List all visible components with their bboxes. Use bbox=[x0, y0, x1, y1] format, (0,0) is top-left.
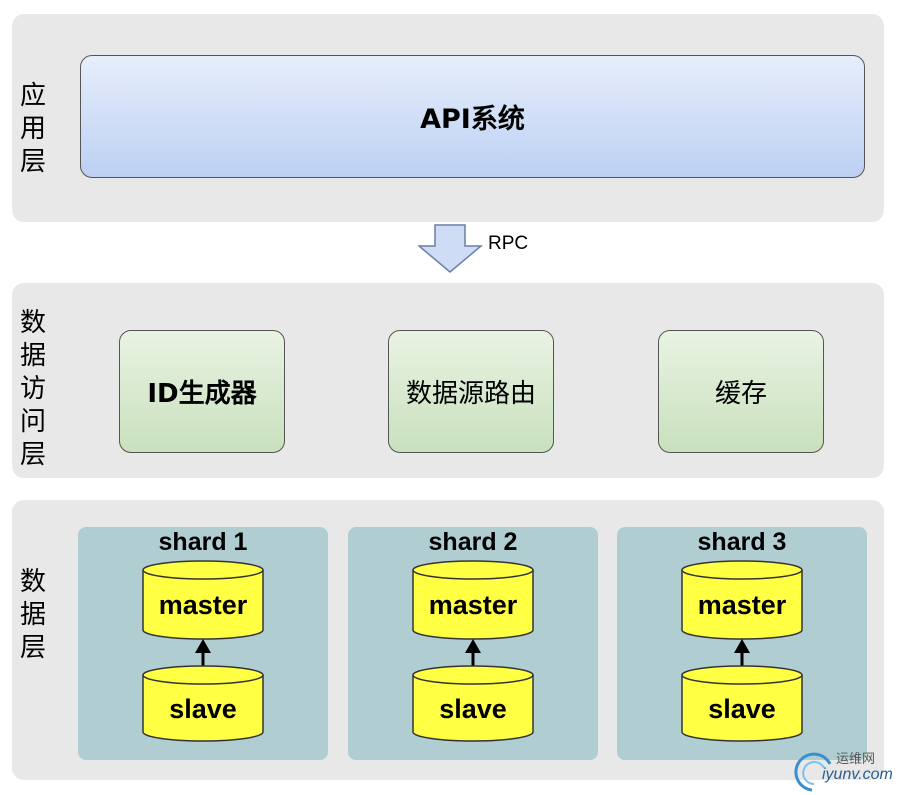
label-char: 用 bbox=[19, 114, 46, 144]
shard-db-graphic bbox=[142, 560, 264, 742]
application-layer-label: 应 用 层 bbox=[10, 80, 56, 179]
label-char: 数 bbox=[19, 567, 46, 597]
shard-3: shard 3 master slave bbox=[617, 527, 867, 760]
label-char: 访 bbox=[19, 374, 46, 404]
shard-db-graphic bbox=[681, 560, 803, 742]
data-layer-label: 数 据 层 bbox=[10, 566, 56, 665]
rpc-down-arrow-icon bbox=[418, 224, 484, 273]
label-char: 据 bbox=[19, 341, 46, 371]
rpc-label: RPC bbox=[488, 233, 529, 254]
label-char: 层 bbox=[19, 633, 46, 663]
label-char: 应 bbox=[19, 81, 46, 111]
cache-box: 缓存 bbox=[658, 330, 824, 453]
cache-label: 缓存 bbox=[714, 379, 767, 409]
label-char: 数 bbox=[19, 308, 46, 338]
api-system-label: API系统 bbox=[420, 104, 525, 135]
datasource-routing-box: 数据源路由 bbox=[388, 330, 554, 453]
shard-title: shard 3 bbox=[697, 528, 787, 556]
label-char: 问 bbox=[19, 407, 46, 437]
slave-label: slave bbox=[708, 694, 776, 724]
shard-1: shard 1 master slave bbox=[78, 527, 328, 760]
slave-cylinder-icon bbox=[412, 675, 534, 742]
slave-cylinder-icon bbox=[681, 675, 803, 742]
label-char: 据 bbox=[19, 600, 46, 630]
slave-label: slave bbox=[169, 694, 237, 724]
slave-cylinder-icon bbox=[142, 675, 264, 742]
watermark-logo-icon bbox=[794, 752, 832, 792]
shard-2: shard 2 master slave bbox=[348, 527, 598, 760]
label-char: 层 bbox=[19, 147, 46, 177]
label-char: 层 bbox=[19, 440, 46, 470]
master-label: master bbox=[158, 590, 248, 620]
watermark-en-text: iyunv.com bbox=[822, 766, 893, 783]
data-access-layer-label: 数 据 访 问 层 bbox=[10, 307, 56, 472]
watermark-cn-text: 运维网 bbox=[836, 752, 876, 767]
id-generator-box: ID生成器 bbox=[119, 330, 285, 453]
shard-title: shard 2 bbox=[428, 528, 518, 556]
master-label: master bbox=[428, 590, 518, 620]
shard-title: shard 1 bbox=[158, 528, 248, 556]
api-system-box: API系统 bbox=[80, 55, 865, 178]
id-generator-label: ID生成器 bbox=[147, 379, 257, 409]
shard-db-graphic bbox=[412, 560, 534, 742]
master-label: master bbox=[697, 590, 787, 620]
datasource-routing-label: 数据源路由 bbox=[405, 379, 536, 409]
slave-label: slave bbox=[439, 694, 507, 724]
